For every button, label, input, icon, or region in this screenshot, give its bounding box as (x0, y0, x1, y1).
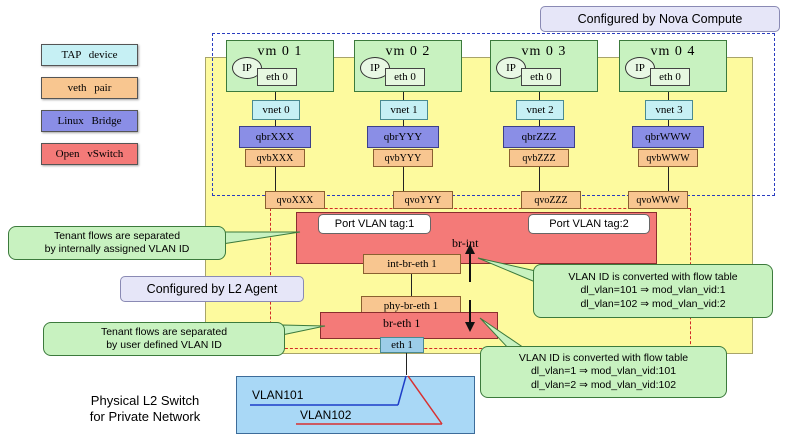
vnet-tap-device: vnet 1 (380, 100, 428, 120)
callout-flow-br-eth: VLAN ID is converted with flow table dl_… (480, 346, 727, 398)
flow-int-line-2: dl_vlan=101 ⇒ mod_vlan_vid:1 (580, 284, 726, 297)
eth1-interface: eth 1 (380, 337, 424, 353)
vlan101-label: VLAN101 (252, 388, 304, 402)
qvo-veth-end: qvoXXX (265, 191, 325, 209)
callout-user-line-1: Tenant flows are separated (100, 325, 228, 338)
br-eth1-label: br-eth 1 (383, 316, 421, 330)
ip-address-oval: IP (232, 57, 262, 79)
flow-eth-line-3: dl_vlan=2 ⇒ mod_vlan_vid:102 (530, 378, 677, 391)
qbr-linux-bridge: qbrXXX (239, 126, 311, 148)
vm-to-vnet-line (275, 92, 276, 100)
legend-linux-bridge: Linux Bridge (41, 110, 138, 132)
flow-eth-line-1: VLAN ID is converted with flow table (518, 352, 689, 365)
qvo-veth-end: qvoWWW (628, 191, 688, 209)
vnet-tap-device: vnet 3 (645, 100, 693, 120)
callout-internal-line-2: by internally assigned VLAN ID (44, 243, 190, 255)
callout-flow-br-int: VLAN ID is converted with flow table dl_… (533, 264, 773, 318)
veth-link-line (411, 274, 412, 296)
callout-internal-line-1: Tenant flows are separated (53, 229, 181, 242)
qbr-linux-bridge: qbrZZZ (503, 126, 575, 148)
eth1-uplink-line (406, 353, 407, 375)
vm-name: vm 0 3 (521, 44, 567, 59)
ip-address-oval: IP (360, 57, 390, 79)
br-int-label: br-int (452, 236, 479, 250)
vm-eth0-interface: eth 0 (385, 68, 425, 86)
qbr-linux-bridge: qbrWWW (632, 126, 704, 148)
vlan102-label: VLAN102 (300, 408, 352, 422)
switch-label-line-2: for Private Network (89, 409, 201, 425)
qvb-veth-end: qvbZZZ (509, 149, 569, 167)
int-br-eth1-port: int-br-eth 1 (363, 254, 461, 274)
qvb-veth-end: qvbXXX (245, 149, 305, 167)
port-vlan-tag-2: Port VLAN tag:2 (528, 214, 650, 234)
legend-veth-pair: veth pair (41, 77, 138, 99)
qvb-to-qvo-line (668, 167, 669, 191)
vm-box[interactable]: vm 0 2 IP eth 0 (354, 40, 462, 92)
qvb-to-qvo-line (275, 167, 276, 191)
vm-eth0-interface: eth 0 (521, 68, 561, 86)
vm-to-vnet-line (539, 92, 540, 100)
physical-switch-label: Physical L2 Switch for Private Network (60, 393, 230, 426)
port-vlan-tag-1: Port VLAN tag:1 (318, 214, 431, 234)
qbr-linux-bridge: qbrYYY (367, 126, 439, 148)
qvb-to-qvo-line (403, 167, 404, 191)
vm-to-vnet-line (403, 92, 404, 100)
vnet-to-qbr-line (668, 120, 669, 126)
qvb-veth-end: qvbWWW (638, 149, 698, 167)
qvb-veth-end: qvbYYY (373, 149, 433, 167)
nova-configured-region (212, 33, 775, 196)
flow-int-line-3: dl_vlan=102 ⇒ mod_vlan_vid:2 (580, 297, 726, 310)
qvo-veth-end: qvoZZZ (521, 191, 581, 209)
vm-name: vm 0 2 (385, 44, 431, 59)
qvo-veth-end: qvoYYY (393, 191, 453, 209)
vm-box[interactable]: vm 0 1 IP eth 0 (226, 40, 334, 92)
vm-eth0-interface: eth 0 (650, 68, 690, 86)
l2-agent-label: Configured by L2 Agent (120, 276, 304, 302)
legend-open-vswitch: Open vSwitch (41, 143, 138, 165)
legend-tap-device: TAP device (41, 44, 138, 66)
switch-label-line-1: Physical L2 Switch (90, 393, 200, 408)
vnet-to-qbr-line (403, 120, 404, 126)
vm-box[interactable]: vm 0 3 IP eth 0 (490, 40, 598, 92)
vm-eth0-interface: eth 0 (257, 68, 297, 86)
qvb-to-qvo-line (539, 167, 540, 191)
callout-user-line-2: by user defined VLAN ID (106, 339, 222, 351)
vnet-tap-device: vnet 0 (252, 100, 300, 120)
callout-user-vlan: Tenant flows are separated by user defin… (43, 322, 285, 356)
vm-to-vnet-line (668, 92, 669, 100)
nova-compute-label: Configured by Nova Compute (540, 6, 780, 32)
flow-int-line-1: VLAN ID is converted with flow table (568, 271, 738, 284)
vnet-to-qbr-line (275, 120, 276, 126)
vnet-tap-device: vnet 2 (516, 100, 564, 120)
flow-eth-line-2: dl_vlan=1 ⇒ mod_vlan_vid:101 (530, 365, 677, 378)
vm-name: vm 0 1 (257, 44, 303, 59)
vm-name: vm 0 4 (650, 44, 696, 59)
vm-box[interactable]: vm 0 4 IP eth 0 (619, 40, 727, 92)
vnet-to-qbr-line (539, 120, 540, 126)
physical-l2-switch (236, 376, 475, 434)
callout-internal-vlan: Tenant flows are separated by internally… (8, 226, 226, 260)
